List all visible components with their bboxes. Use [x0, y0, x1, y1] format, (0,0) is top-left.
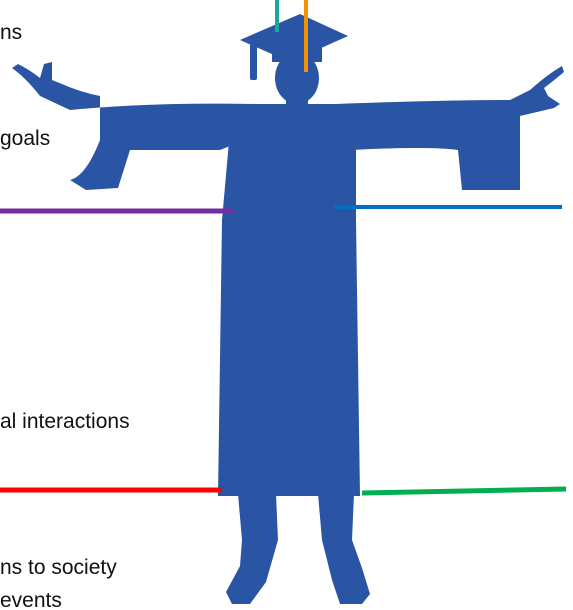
gown-body	[218, 104, 360, 496]
graduate-silhouette	[12, 14, 564, 604]
label-society-line2: events	[0, 589, 62, 610]
mortarboard-board	[240, 14, 348, 62]
label-interactions: al interactions	[0, 410, 130, 433]
right-leg	[318, 494, 370, 604]
label-goals: goals	[0, 127, 51, 150]
label-society-line1: ns to society	[0, 556, 117, 579]
right-arm	[336, 66, 564, 190]
left-leg	[226, 494, 278, 604]
mortarboard-tassel-hang	[250, 40, 257, 80]
label-top-left: ns	[0, 21, 23, 44]
leader-line-green	[361, 486, 567, 496]
left-arm	[12, 62, 258, 190]
